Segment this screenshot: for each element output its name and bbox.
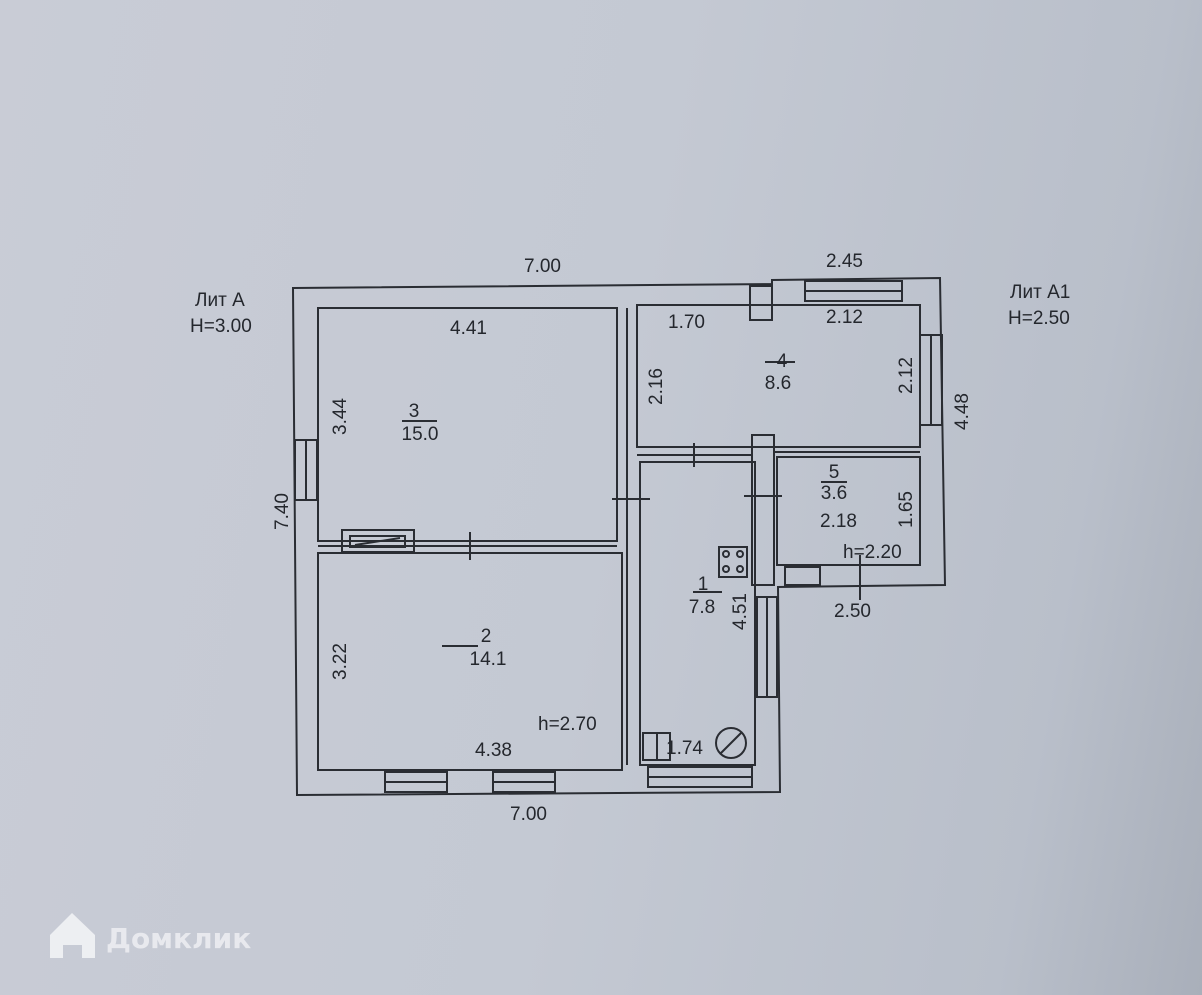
dim-r4-height-left: 2.16 (646, 368, 667, 405)
room-2-number: 2 (481, 626, 492, 647)
watermark-text: Домклик (106, 922, 251, 955)
dim-r1-width: 1.74 (666, 738, 703, 759)
room-2-area: 14.1 (470, 649, 507, 670)
dim-r1-height: 4.51 (730, 593, 751, 630)
domclick-watermark: Домклик (50, 913, 251, 958)
dim-top-a: 7.00 (524, 256, 561, 277)
room-3-outline (317, 307, 618, 542)
outer-wall (291, 276, 947, 797)
dim-r5-width: 2.18 (820, 511, 857, 532)
ceiling-height-a: h=2.70 (538, 714, 597, 735)
lit-a-label: Лит А (195, 290, 245, 311)
room-5-outline (776, 456, 921, 566)
dim-top-a1: 2.45 (826, 251, 863, 272)
dim-r5-height: 1.65 (896, 491, 917, 528)
room-1-number: 1 (698, 574, 709, 595)
room-4-number: 4 (777, 351, 788, 372)
dim-r4-height-right: 2.12 (896, 357, 917, 394)
room-3-number: 3 (409, 401, 420, 422)
dim-r3-width: 4.41 (450, 318, 487, 339)
lit-a1-label: Лит А1 (1010, 282, 1070, 303)
ceiling-height-a1: h=2.20 (843, 542, 902, 563)
lit-a-height: H=3.00 (190, 316, 252, 337)
windows (294, 280, 943, 793)
dim-r3-height: 3.44 (330, 398, 351, 435)
room-5-area: 3.6 (821, 483, 847, 504)
room-5-number: 5 (829, 462, 840, 483)
dim-right-a1: 4.48 (952, 393, 973, 430)
dim-r2-width: 4.38 (475, 740, 512, 761)
dim-left-a: 7.40 (272, 493, 293, 530)
room-1-outline (639, 461, 756, 766)
house-logo-icon (50, 913, 95, 958)
dim-r4-left: 1.70 (668, 312, 705, 333)
room-1-area: 7.8 (689, 597, 715, 618)
lit-a1-height: H=2.50 (1008, 308, 1070, 329)
dim-r2-height: 3.22 (330, 643, 351, 680)
dim-r4-right: 2.12 (826, 307, 863, 328)
dim-bottom-a: 7.00 (510, 804, 547, 825)
dim-r5-bottom: 2.50 (834, 601, 871, 622)
room-3-area: 15.0 (402, 424, 439, 445)
room-4-area: 8.6 (765, 373, 791, 394)
